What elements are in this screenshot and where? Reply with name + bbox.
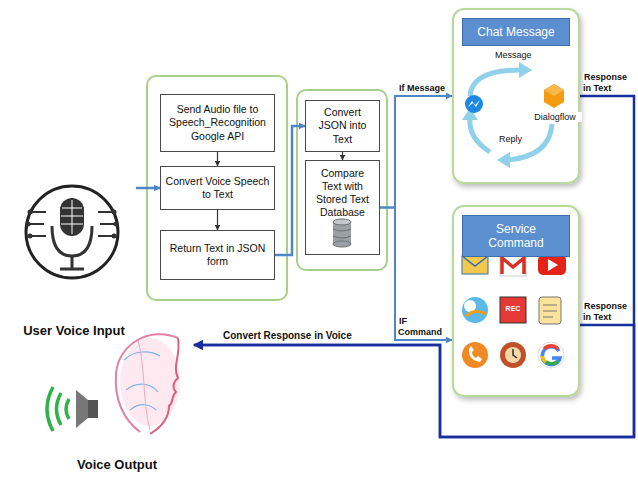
icon-caption: Voice Output <box>40 457 194 472</box>
edge-label: IF Command <box>398 316 443 336</box>
edge-label: Response in Text <box>583 72 627 92</box>
process-box: Compare Text with Stored Text Database <box>305 160 380 255</box>
chat-label: Message <box>494 50 540 60</box>
connector-arrow <box>380 208 452 341</box>
group-outline <box>147 76 287 300</box>
connector-arrow <box>217 152 218 166</box>
connector-arrow <box>342 152 343 160</box>
flow-label: Convert Response in Voice <box>222 330 394 342</box>
process-box: Send Audio file to Speech_Recognition Go… <box>160 94 275 152</box>
icon-text: REC <box>500 305 526 313</box>
service-icons <box>462 254 566 368</box>
edge-label-holder: IF Command <box>398 316 450 337</box>
edge-label-holder: Response in Text <box>583 72 631 93</box>
process-box: Return Text in JSON form <box>160 230 275 280</box>
edge-label: Response in Text <box>583 301 627 321</box>
icon-caption: User Voice Input <box>12 323 136 338</box>
edge-label: If Message <box>398 83 446 93</box>
box-text: Convert Voice Speech to Text <box>165 175 270 201</box>
process-box: Convert JSON into Text <box>305 100 380 152</box>
edge-label-holder: Response in Text <box>583 301 631 322</box>
chat-label: Reply <box>498 134 530 144</box>
microphone-icon <box>26 186 119 278</box>
group-outline <box>297 90 387 270</box>
face-illustration <box>116 334 180 434</box>
connector-arrow <box>275 126 305 255</box>
box-text: Compare Text with Stored Text Database <box>310 167 375 220</box>
panel-heading: Chat Message <box>462 18 570 46</box>
box-text: Send Audio file to Speech_Recognition Go… <box>165 103 270 142</box>
edge-label-holder: If Message <box>398 83 450 93</box>
service-panel: Service Command <box>452 205 580 397</box>
connector-arrow <box>194 96 634 437</box>
chat-label: Dialogflow <box>528 112 582 122</box>
voice-output: Voice Output <box>40 318 194 472</box>
chat-panel: Chat Message <box>452 8 580 184</box>
process-box: Convert Voice Speech to Text <box>160 166 275 210</box>
box-text: Convert JSON into Text <box>310 106 375 145</box>
panel-heading: Service Command <box>462 215 570 257</box>
microphone-input: User Voice Input <box>12 170 136 338</box>
speaker-icon <box>47 387 98 431</box>
box-text: Return Text in JSON form <box>165 242 270 268</box>
database-icon <box>333 219 351 247</box>
connector-arrow <box>217 210 218 230</box>
connector-arrow <box>380 96 452 208</box>
connector-arrow <box>136 187 160 190</box>
connector-arrow <box>194 325 634 437</box>
